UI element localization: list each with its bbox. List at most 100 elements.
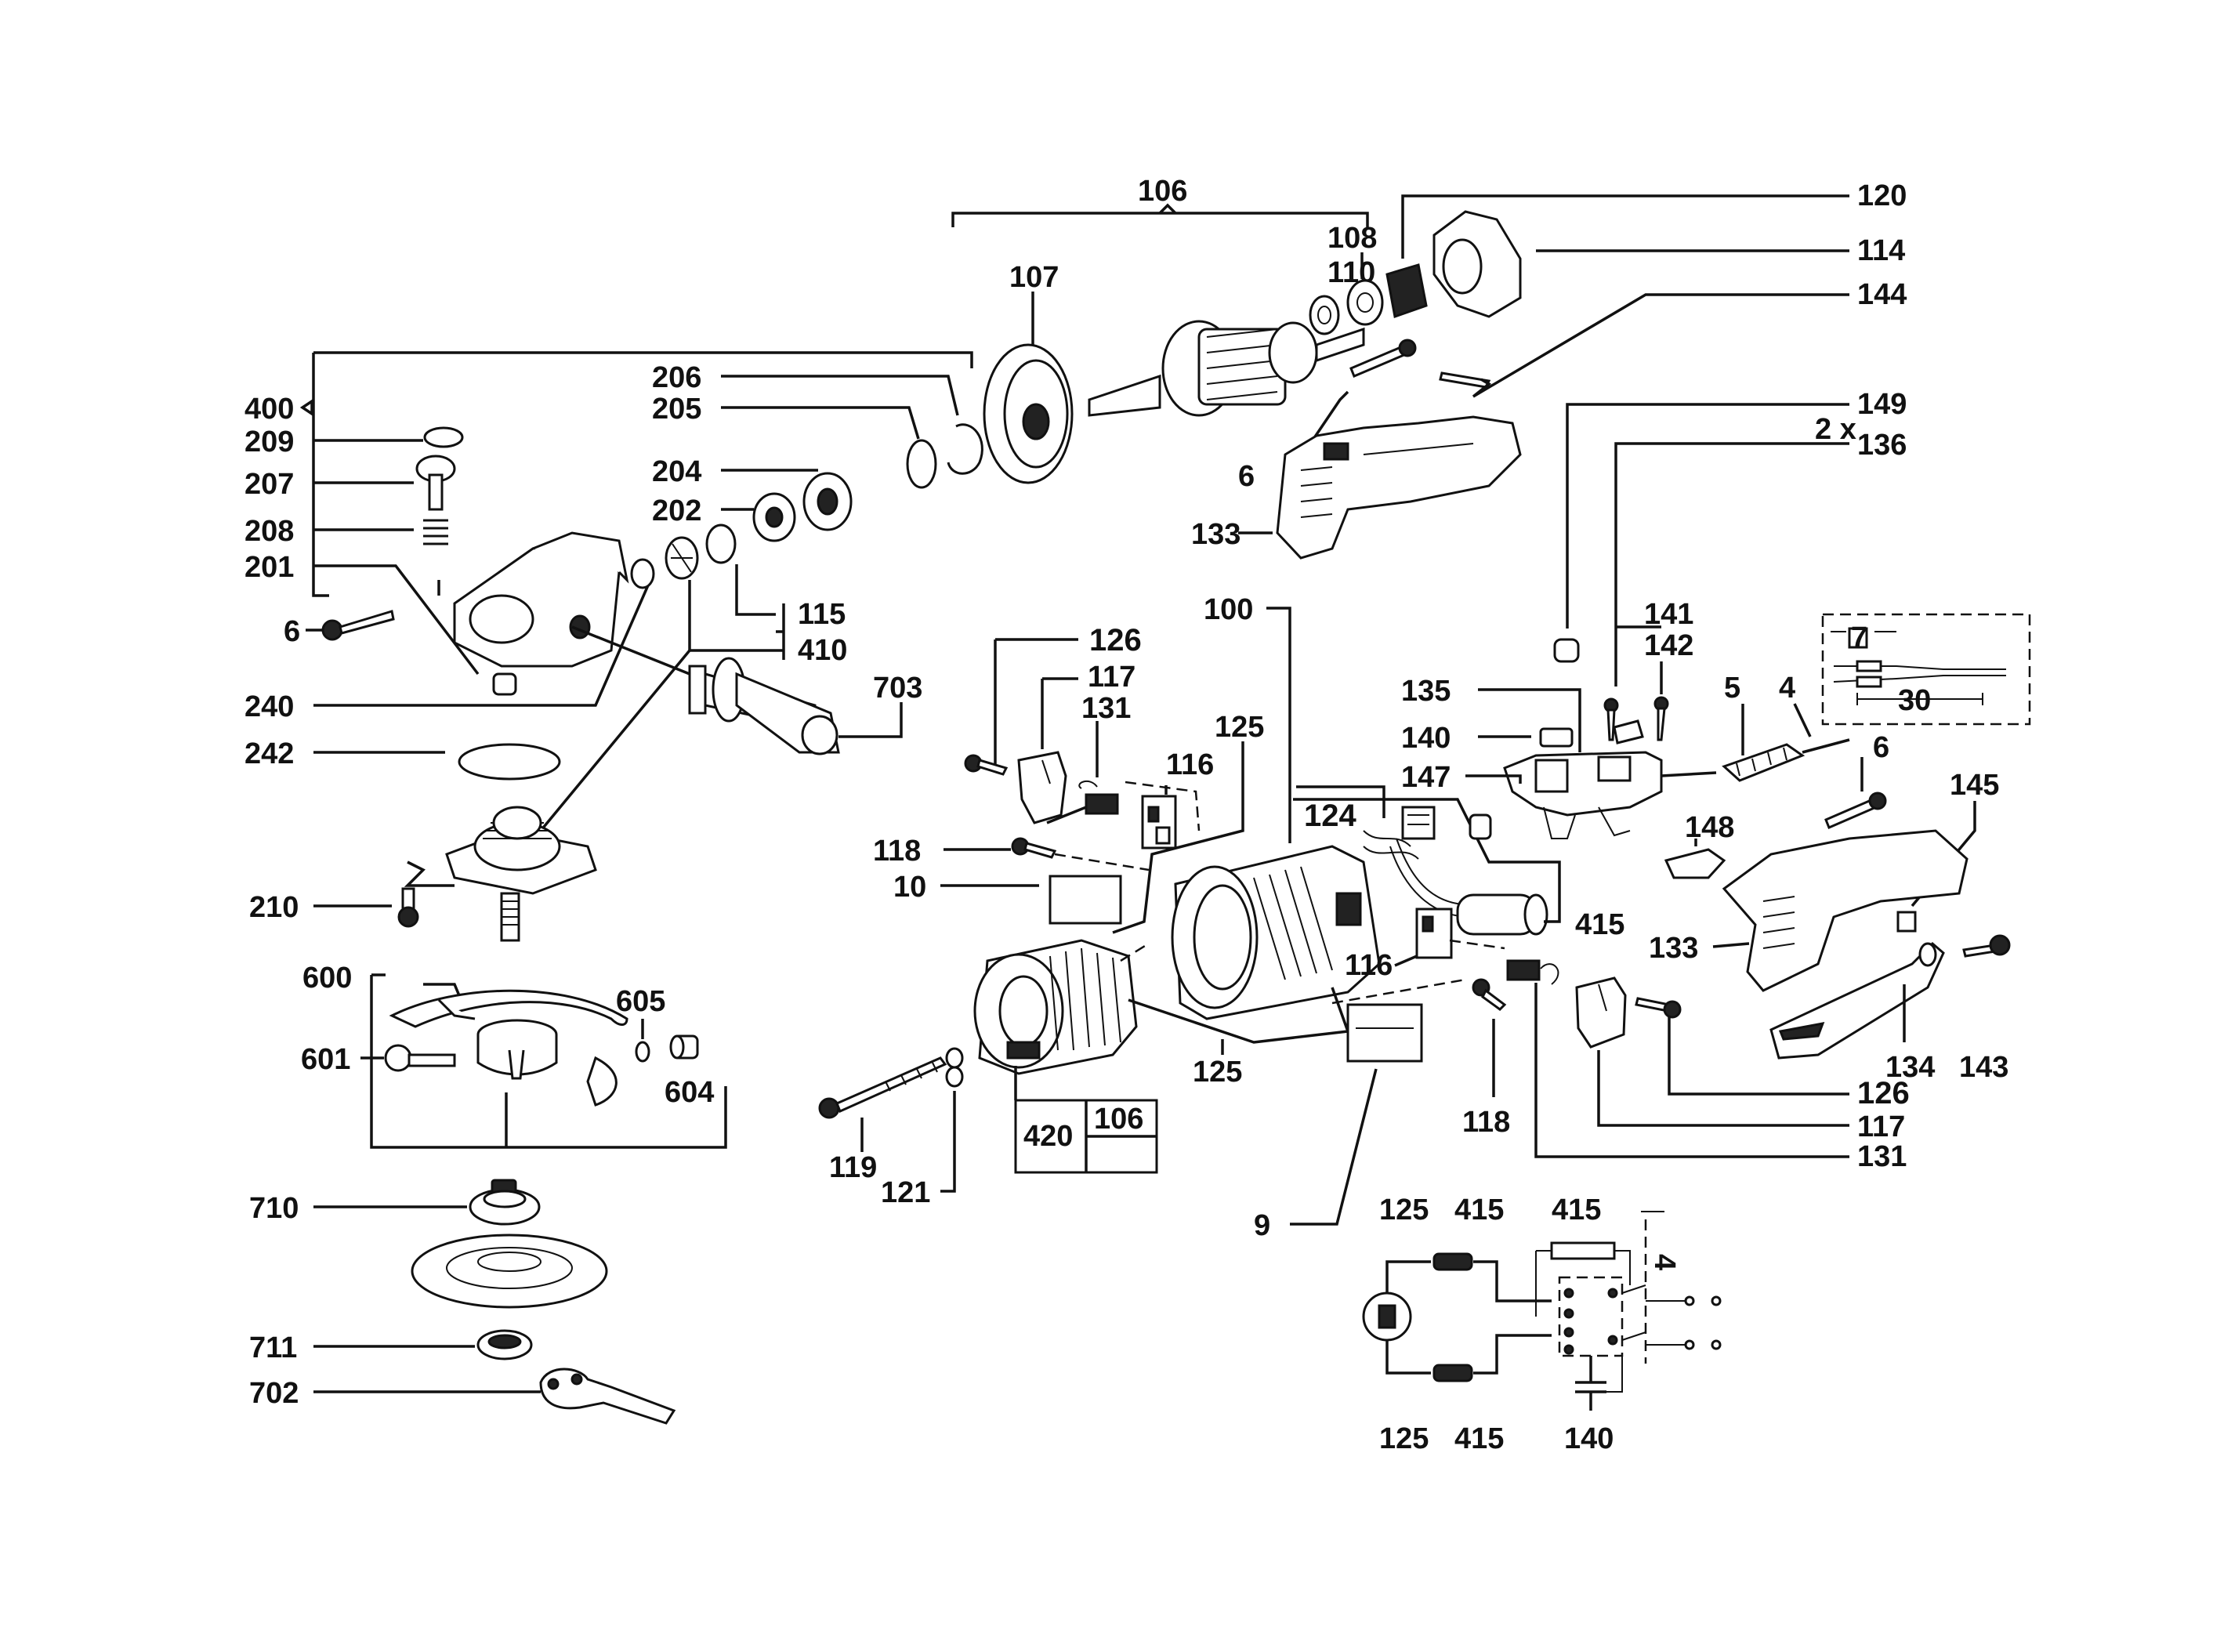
circlip-206 — [947, 423, 983, 475]
wiring-label-4: 4 — [1648, 1254, 1681, 1270]
label-134: 134 — [1885, 1051, 1935, 1084]
screw-142 — [1653, 696, 1669, 741]
wheel-guard — [389, 989, 628, 1107]
screw-118-b — [1472, 978, 1507, 1011]
label-600: 600 — [302, 962, 352, 994]
label-7: 7 — [1851, 621, 1867, 654]
button-207 — [415, 455, 456, 511]
stator-group: 126 117 131 116 125 — [818, 593, 1624, 1242]
screw-126-a — [964, 754, 1009, 776]
label-149: 149 — [1857, 388, 1907, 421]
label-147: 147 — [1401, 761, 1451, 794]
label-6-mid: 6 — [1238, 460, 1255, 493]
carbon-brush-131-b — [1506, 959, 1541, 981]
spring-208 — [423, 519, 448, 545]
bearing-110 — [1309, 295, 1340, 335]
label-131-a: 131 — [1081, 692, 1131, 725]
screw-141 — [1603, 697, 1619, 741]
switch-icon — [1558, 1211, 1722, 1364]
connector-124 — [1363, 806, 1436, 860]
label-10: 10 — [893, 871, 926, 904]
label-206: 206 — [652, 361, 701, 394]
field-coil-bottom — [1432, 1364, 1473, 1382]
ring-209 — [423, 426, 464, 448]
housing-133-rear — [1722, 829, 1969, 992]
screw-6-right — [1824, 792, 1887, 829]
label-201: 201 — [244, 551, 294, 584]
screw-6-mid — [1349, 339, 1417, 378]
label-126-a: 126 — [1089, 623, 1142, 658]
washer-121 — [945, 1047, 964, 1088]
label-124: 124 — [1304, 799, 1356, 833]
stator-housing — [1171, 845, 1381, 1020]
label-plate-10 — [1049, 875, 1122, 925]
label-142: 142 — [1644, 629, 1693, 662]
screw-143 — [1962, 934, 2011, 958]
label-604: 604 — [665, 1076, 714, 1109]
label-4: 4 — [1779, 672, 1795, 705]
capacitor-140 — [1539, 727, 1574, 748]
label-116-b: 116 — [1345, 949, 1393, 982]
screw-118-a — [1011, 837, 1057, 859]
label-202: 202 — [652, 495, 701, 527]
label-207: 207 — [244, 468, 294, 501]
washer-605 — [635, 1041, 650, 1063]
label-116-a: 116 — [1166, 748, 1214, 781]
wiring-label-140: 140 — [1564, 1422, 1614, 1455]
label-420: 420 — [1023, 1120, 1073, 1153]
part-149 — [1553, 638, 1580, 663]
label-108: 108 — [1327, 222, 1377, 255]
brush-holder-116-a — [1141, 795, 1177, 850]
label-125-b: 125 — [1193, 1056, 1242, 1089]
choke-415 — [1389, 838, 1548, 936]
label-605: 605 — [616, 985, 665, 1018]
label-2x: 2 x — [1815, 413, 1856, 446]
label-204: 204 — [652, 455, 701, 488]
label-117-a: 117 — [1088, 661, 1135, 694]
label-601: 601 — [301, 1043, 350, 1076]
kit-table: 420 106 — [1014, 1099, 1158, 1174]
flange-710 — [469, 1179, 541, 1226]
label-143: 143 — [1959, 1051, 2008, 1084]
choke-symbol — [1550, 1241, 1616, 1260]
carbon-brush-131-a — [1046, 780, 1119, 824]
label-703: 703 — [873, 672, 922, 705]
clamp-screw-601 — [384, 1044, 456, 1072]
label-126-b: 126 — [1857, 1076, 1910, 1110]
label-6-left: 6 — [284, 615, 300, 648]
label-118-b: 118 — [1462, 1106, 1510, 1139]
label-133-rear: 133 — [1649, 932, 1698, 965]
label-205: 205 — [652, 393, 701, 426]
label-144: 144 — [1857, 278, 1907, 311]
label-141: 141 — [1644, 598, 1693, 631]
wiring-label-415-bottom: 415 — [1454, 1422, 1504, 1455]
label-9: 9 — [1254, 1209, 1270, 1242]
oring-242 — [458, 743, 561, 781]
label-plate-9 — [1346, 1003, 1423, 1063]
label-6-right: 6 — [1873, 731, 1889, 764]
screw-6-left — [321, 610, 395, 641]
label-208: 208 — [244, 515, 294, 548]
cable-guard-5 — [1722, 743, 1806, 782]
label-107: 107 — [1009, 261, 1059, 294]
bearing-204 — [802, 472, 853, 531]
label-106: 106 — [1138, 175, 1187, 208]
bearing-108 — [1346, 279, 1384, 326]
armature-group: 106 107 110 108 120 — [951, 175, 1907, 484]
part-147 — [1469, 813, 1492, 840]
label-242: 242 — [244, 737, 294, 770]
label-115: 115 — [798, 598, 846, 631]
label-133-top: 133 — [1191, 518, 1241, 551]
cable-strip-detail: 7 30 — [1821, 613, 2031, 726]
gear-head-group: 400 209 207 208 201 6 — [244, 351, 983, 1425]
label-117-b: 117 — [1857, 1110, 1905, 1143]
screw-210 — [397, 887, 419, 928]
rear-housing-group: 6 133 — [1191, 339, 1522, 560]
label-118-a: 118 — [873, 835, 921, 868]
wiring-diagram: 125 415 415 4 — [1362, 1194, 1722, 1455]
label-702: 702 — [249, 1377, 299, 1410]
fan-part — [983, 343, 1074, 484]
housing-133-top — [1276, 415, 1522, 560]
wiring-label-125-bottom: 125 — [1379, 1422, 1429, 1455]
wiring-label-415-top-right: 415 — [1552, 1194, 1601, 1226]
